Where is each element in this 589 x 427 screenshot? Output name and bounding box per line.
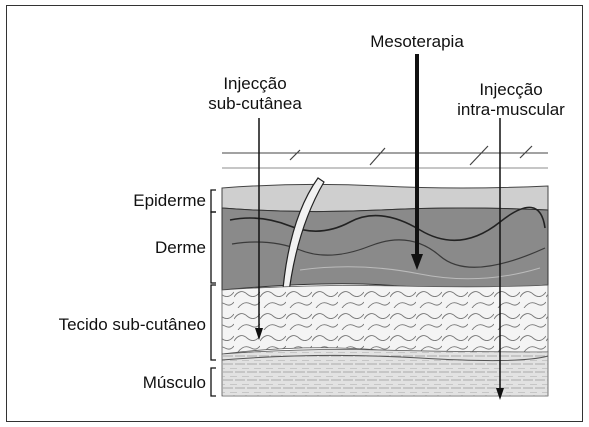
epidermis-layer: [222, 184, 548, 211]
label-epiderme: Epiderme: [20, 191, 206, 211]
label-subcutanea-line1: Injecção: [190, 74, 320, 94]
label-tecido-subcutaneo: Tecido sub-cutâneo: [14, 315, 206, 335]
label-intramuscular-line2: intra-muscular: [446, 100, 576, 120]
skin-surface: [222, 146, 548, 168]
label-subcutanea-line2: sub-cutânea: [190, 94, 320, 114]
label-intramuscular-line1: Injecção: [446, 80, 576, 100]
label-mesoterapia: Mesoterapia: [352, 32, 482, 52]
label-derme: Derme: [20, 238, 206, 258]
layer-brackets: [211, 190, 216, 396]
label-musculo: Músculo: [20, 373, 206, 393]
